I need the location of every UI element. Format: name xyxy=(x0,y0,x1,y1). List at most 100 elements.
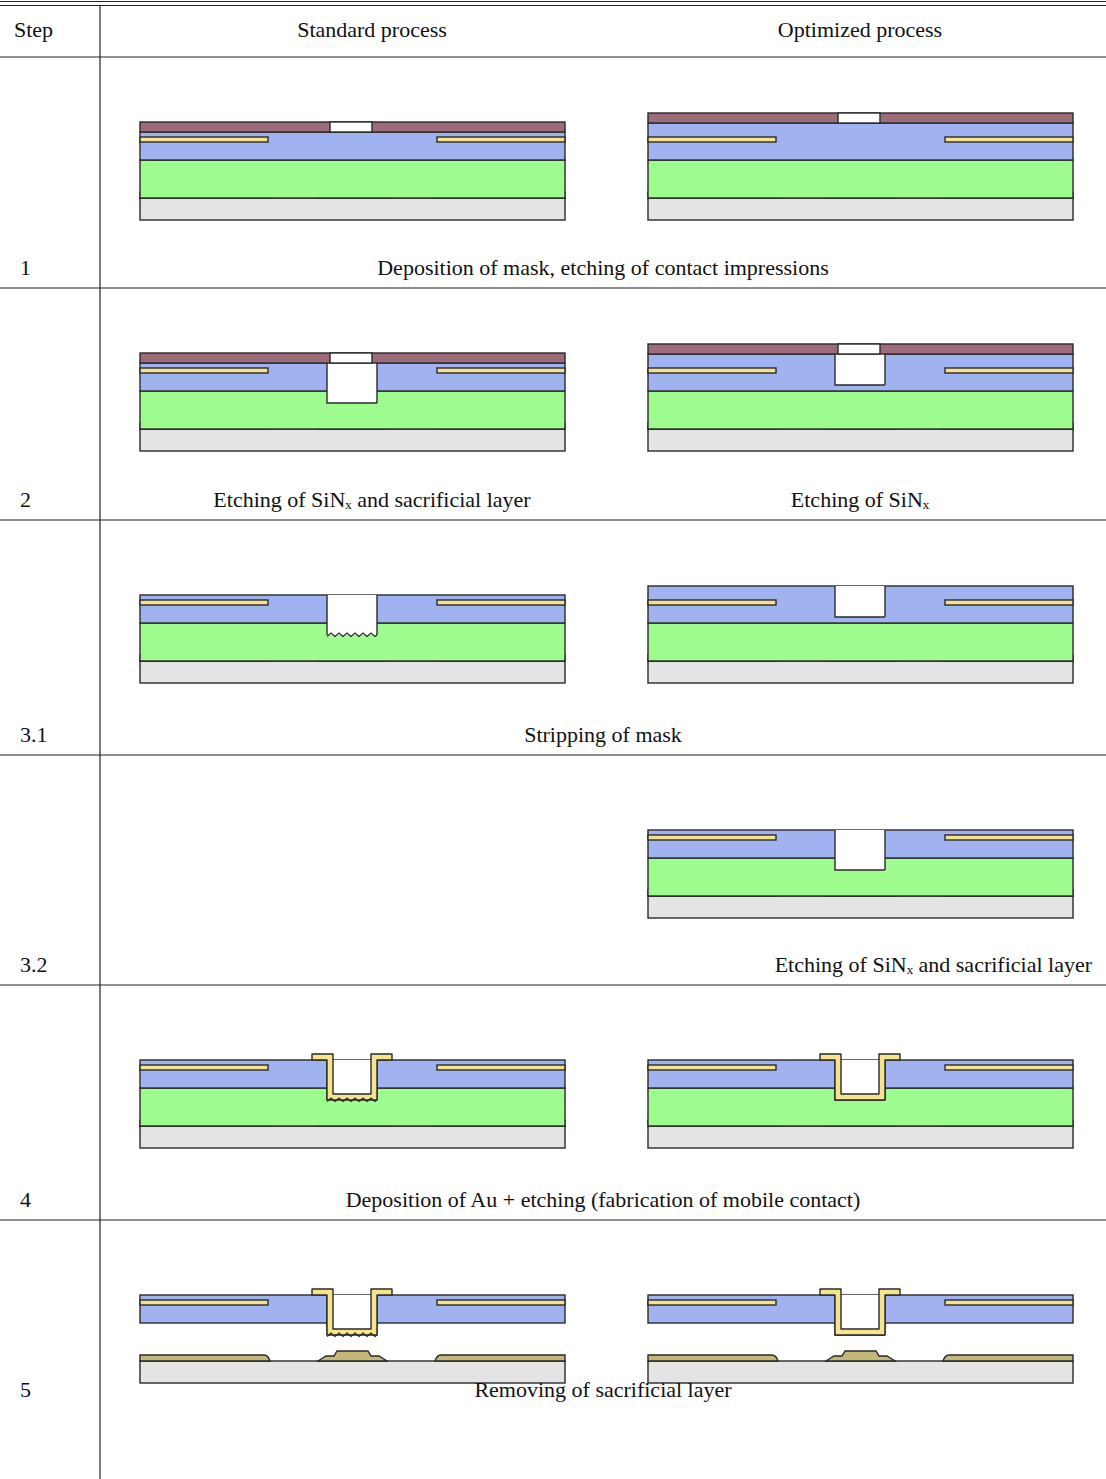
top-electrode xyxy=(140,137,268,142)
mask-layer xyxy=(648,113,1073,123)
top-electrode xyxy=(140,368,268,373)
contact-hole xyxy=(327,595,377,635)
step-number: 4 xyxy=(20,1188,31,1212)
table-rule xyxy=(0,287,1106,288)
step-caption: Removing of sacrificial layer xyxy=(474,1378,731,1402)
column-header: Step xyxy=(14,18,53,42)
substrate xyxy=(140,198,565,220)
top-electrode xyxy=(648,1300,776,1305)
cross-section xyxy=(648,344,1073,451)
rough-surface xyxy=(327,1098,377,1102)
mask-opening xyxy=(838,113,880,123)
top-electrode xyxy=(648,368,776,373)
substrate xyxy=(648,661,1073,683)
sacrificial-layer xyxy=(140,160,565,198)
top-electrode xyxy=(648,835,776,840)
column-header: Optimized process xyxy=(778,18,942,42)
substrate xyxy=(648,429,1073,451)
sinx-layer xyxy=(648,586,1073,623)
hole-wall xyxy=(835,354,885,385)
bottom-contact xyxy=(318,1351,387,1361)
step-caption: Deposition of Au + etching (fabrication … xyxy=(346,1188,861,1212)
substrate xyxy=(648,198,1073,220)
step-caption: Deposition of mask, etching of contact i… xyxy=(377,256,829,280)
top-electrode xyxy=(648,600,776,605)
cross-section xyxy=(648,586,1073,683)
hole-wall xyxy=(327,595,377,635)
sacrificial-layer xyxy=(648,391,1073,429)
cross-section xyxy=(648,113,1073,220)
cross-section xyxy=(140,122,565,220)
top-electrode xyxy=(437,1300,565,1305)
substrate xyxy=(140,661,565,683)
table-rule xyxy=(0,1,1106,2)
sinx-layer xyxy=(648,354,1073,391)
gold-contact xyxy=(312,1054,392,1100)
hole-wall xyxy=(835,830,885,870)
top-electrode xyxy=(945,137,1073,142)
top-electrode xyxy=(945,600,1073,605)
gold-contact xyxy=(820,1054,900,1100)
contact-hole xyxy=(835,830,885,870)
table-rule xyxy=(0,56,1106,57)
top-electrode xyxy=(140,1300,268,1305)
step-caption: Etching of SiNₓ and sacrificial layer xyxy=(775,953,1092,977)
cross-section xyxy=(140,353,565,451)
sacrificial-layer xyxy=(648,160,1073,198)
top-electrode xyxy=(437,1065,565,1070)
table-rule xyxy=(0,754,1106,755)
mask-opening xyxy=(330,122,372,132)
top-electrode xyxy=(140,600,268,605)
step-caption: Etching of SiNₓ and sacrificial layer xyxy=(213,488,530,512)
top-electrode xyxy=(945,368,1073,373)
top-electrode xyxy=(648,1065,776,1070)
substrate xyxy=(648,896,1073,918)
cross-section xyxy=(140,1054,565,1148)
table-rule xyxy=(0,984,1106,985)
step-number: 3.2 xyxy=(20,953,48,977)
top-electrode xyxy=(648,137,776,142)
mask-opening xyxy=(330,353,372,363)
bottom-electrode xyxy=(943,1355,1073,1361)
top-electrode xyxy=(945,1065,1073,1070)
contact-hole xyxy=(327,362,377,403)
bottom-electrode xyxy=(435,1355,565,1361)
table-rule xyxy=(0,519,1106,520)
top-electrode xyxy=(140,1065,268,1070)
step-number: 5 xyxy=(20,1378,31,1402)
sinx-layer xyxy=(648,123,1073,160)
cross-section xyxy=(140,595,565,683)
top-electrode xyxy=(437,600,565,605)
bottom-electrode xyxy=(140,1355,270,1361)
table-rule xyxy=(99,6,100,1479)
top-electrode xyxy=(437,368,565,373)
cross-section xyxy=(648,1289,1073,1383)
gold-contact xyxy=(820,1289,900,1335)
step-caption: Stripping of mask xyxy=(524,723,682,747)
contact-hole xyxy=(835,353,885,385)
column-header: Standard process xyxy=(297,18,447,42)
cross-section xyxy=(648,830,1073,918)
substrate xyxy=(140,429,565,451)
contact-hole xyxy=(835,586,885,617)
mask-opening xyxy=(838,344,880,354)
mask-layer xyxy=(140,353,565,363)
table-rule xyxy=(0,1219,1106,1220)
step-number: 1 xyxy=(20,256,31,280)
top-electrode xyxy=(945,1300,1073,1305)
mask-layer xyxy=(648,344,1073,354)
step-number: 2 xyxy=(20,488,31,512)
bottom-contact xyxy=(826,1351,895,1361)
rough-surface xyxy=(327,633,377,637)
step-caption: Etching of SiNₓ xyxy=(791,488,929,512)
rough-surface xyxy=(327,1333,377,1337)
mask-layer xyxy=(140,122,565,132)
cross-section xyxy=(648,1054,1073,1148)
top-electrode xyxy=(945,835,1073,840)
gold-contact xyxy=(312,1289,392,1335)
substrate xyxy=(140,1126,565,1148)
step-number: 3.1 xyxy=(20,723,48,747)
bottom-electrode xyxy=(648,1355,778,1361)
table-rule xyxy=(0,5,1106,6)
sacrificial-layer xyxy=(648,623,1073,661)
